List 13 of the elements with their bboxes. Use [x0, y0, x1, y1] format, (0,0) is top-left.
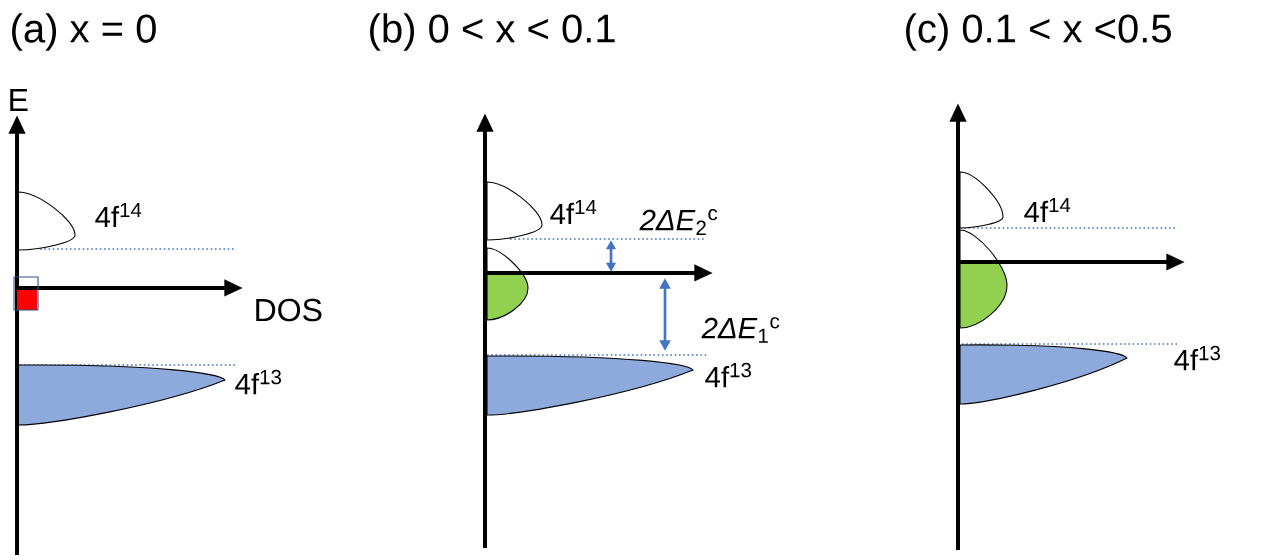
panel-title: (b) 0 < x < 0.1 [370, 13, 615, 51]
band-label: 4f$^{14}$ [95, 202, 142, 228]
panel-title: (c) 0.1 < x <0.5 [906, 13, 1171, 51]
gap-label: 2ΔE$_{2}$c [639, 209, 718, 235]
band-label: 4f$^{13}$ [235, 369, 281, 395]
axis-label: E [10, 89, 28, 111]
band-label: 4f$^{14}$ [1024, 197, 1071, 223]
panel-title: (a) x = 0 [12, 13, 156, 51]
axis-label: DOS [256, 298, 322, 322]
band-label: 4f$^{14}$ [550, 199, 597, 225]
band-label: 4f$^{13}$ [1174, 345, 1220, 371]
band-label: 4f$^{13}$ [705, 362, 751, 388]
gap-label: 2ΔE$_{1}$c [701, 317, 780, 343]
